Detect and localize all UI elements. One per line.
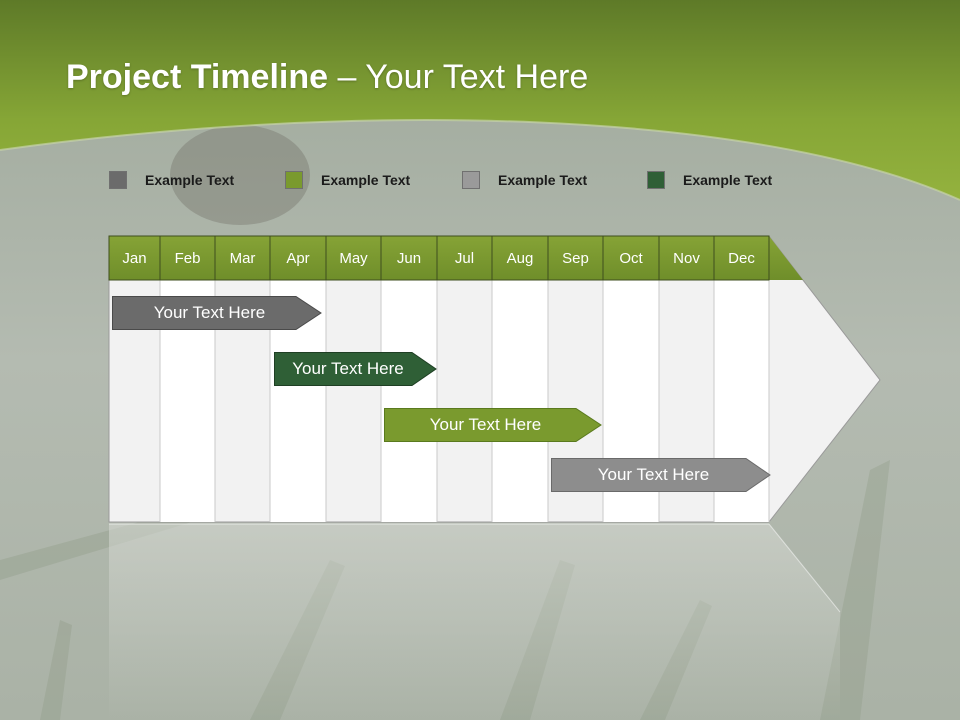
legend-item-1: Example Text	[109, 170, 234, 190]
title-subtitle: Your Text Here	[365, 58, 589, 96]
month-dec: Dec	[728, 250, 755, 267]
timeline-bar-label: Your Text Here	[153, 303, 266, 322]
legend-item-2: Example Text	[285, 170, 410, 190]
month-mar: Mar	[229, 250, 256, 267]
month-nov: Nov	[673, 250, 700, 267]
month-header-row: Jan Feb Mar Apr May Jun Jul Aug Sep Oct …	[109, 236, 769, 280]
month-aug: Aug	[506, 250, 534, 267]
timeline-bar-3[interactable]: Your Text Here	[384, 408, 602, 442]
month-feb: Feb	[174, 250, 201, 267]
legend-item-3: Example Text	[462, 170, 587, 190]
month-jul: Jul	[454, 250, 475, 267]
month-apr: Apr	[286, 250, 310, 267]
timeline-bar-2[interactable]: Your Text Here	[274, 352, 437, 386]
month-jun: Jun	[396, 250, 422, 267]
legend-label: Example Text	[145, 172, 235, 188]
title-main: Project Timeline	[66, 58, 329, 96]
timeline-bar-1[interactable]: Your Text Here	[112, 296, 322, 330]
timeline-bar-4[interactable]: Your Text Here	[551, 458, 771, 492]
timeline-bar-label: Your Text Here	[292, 359, 404, 378]
legend-label: Example Text	[321, 172, 411, 188]
page-title: Project Timeline – Your Text Here	[66, 58, 588, 97]
legend-swatch-green	[285, 171, 303, 189]
title-dash: –	[328, 58, 366, 96]
month-oct: Oct	[619, 250, 643, 267]
timeline-bar-label: Your Text Here	[429, 415, 542, 434]
month-sep: Sep	[562, 250, 589, 267]
legend-label: Example Text	[498, 172, 588, 188]
timeline-bar-label: Your Text Here	[597, 465, 710, 484]
month-jan: Jan	[122, 250, 147, 267]
legend-swatch-light-gray	[462, 171, 480, 189]
legend-swatch-dark-green	[647, 171, 665, 189]
legend-swatch-gray	[109, 171, 127, 189]
legend-item-4: Example Text	[647, 170, 772, 190]
legend-label: Example Text	[683, 172, 773, 188]
month-may: May	[339, 250, 368, 267]
